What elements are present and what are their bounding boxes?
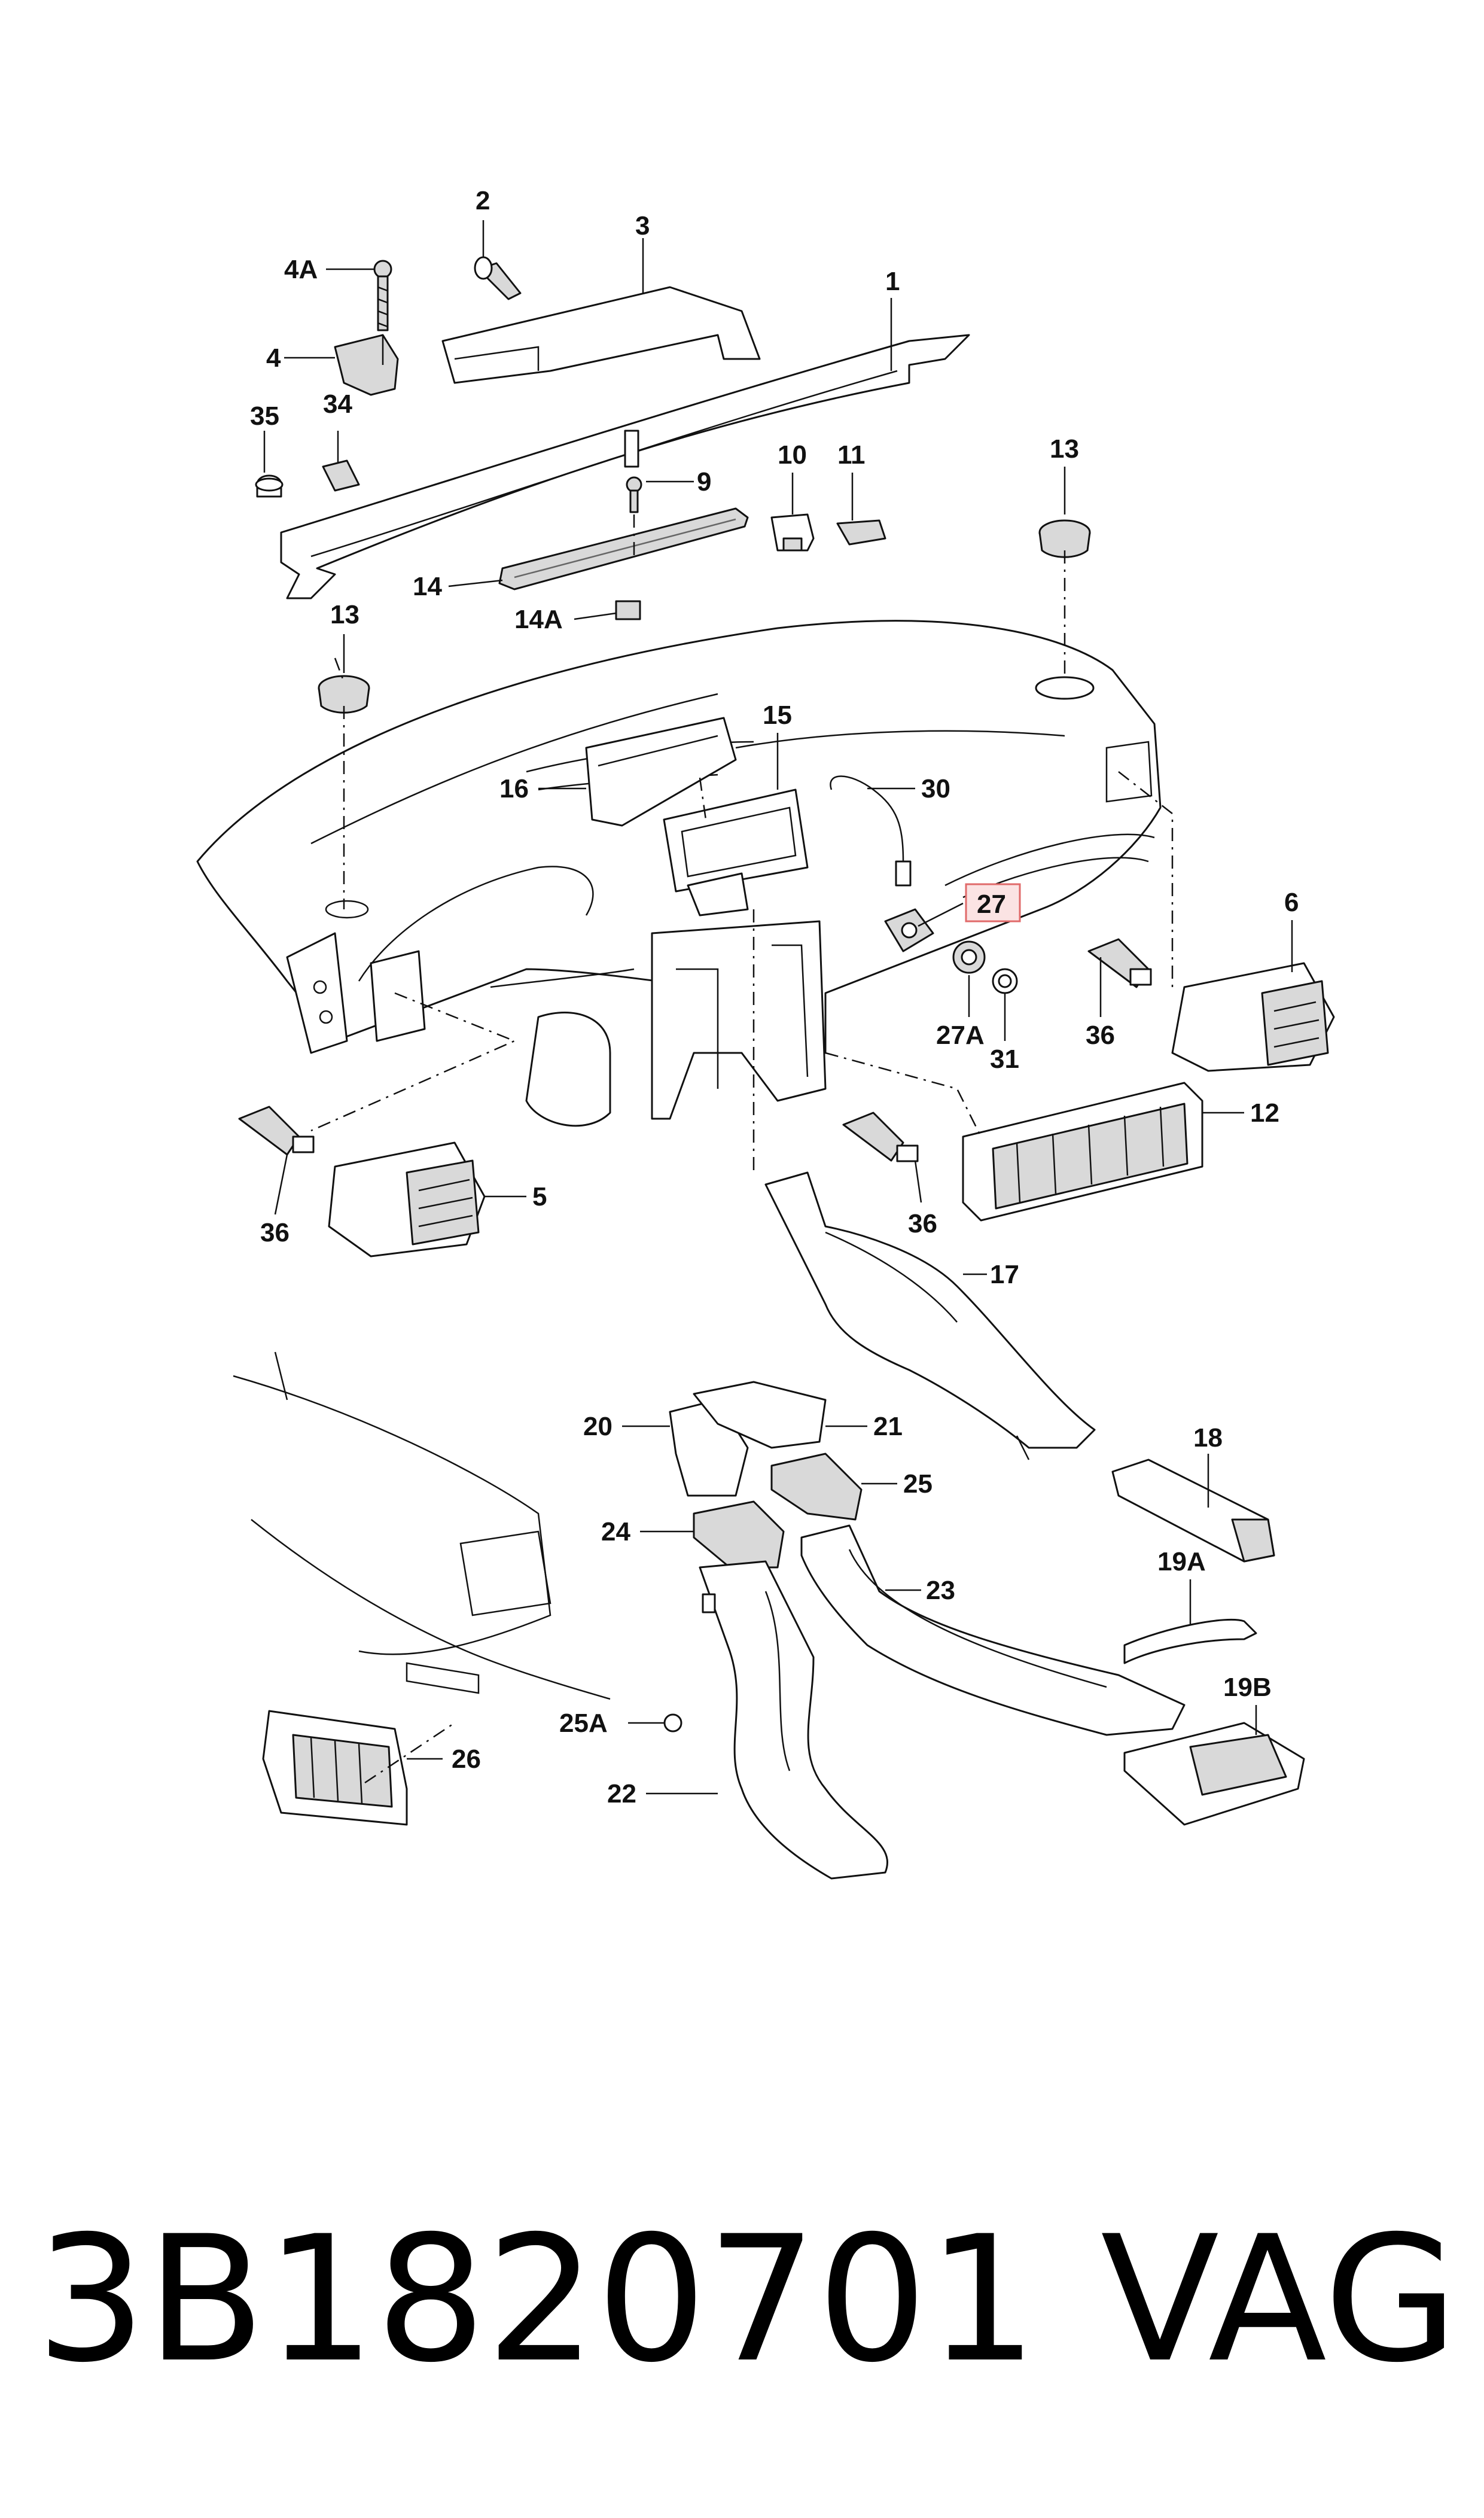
callout-16: 16 [499, 774, 529, 803]
callout-5: 5 [532, 1182, 547, 1211]
callout-13-left: 13 [330, 600, 359, 629]
callout-13-right: 13 [1050, 434, 1079, 464]
part-25-duct [770, 1453, 863, 1521]
callout-1: 1 [885, 267, 900, 296]
part-6-right-vent [1171, 962, 1335, 1072]
callout-36-right: 36 [1086, 1021, 1115, 1050]
callout-21: 21 [873, 1412, 903, 1441]
part-34-clip [322, 459, 360, 492]
part-10-switch [770, 513, 815, 552]
callout-3: 3 [635, 211, 650, 240]
part-31-washer [992, 968, 1018, 994]
part-27-bracket [884, 908, 934, 952]
callout-9: 9 [697, 467, 711, 497]
part-18-duct-outlet [1111, 1459, 1275, 1563]
part-5-left-vent [328, 1141, 486, 1258]
part-30-cable [830, 775, 912, 887]
callout-20: 20 [583, 1412, 613, 1441]
callout-6: 6 [1284, 888, 1299, 917]
callout-11: 11 [837, 440, 866, 470]
brand-label: VAG [1101, 2199, 1458, 2401]
callout-25A: 25A [559, 1709, 608, 1738]
callout-4A: 4A [284, 255, 318, 284]
part-1-dash-trim-strip [280, 334, 970, 599]
part-35-plug [255, 474, 284, 498]
part-19A-trim-strip [1123, 1618, 1257, 1664]
part-36-sensor-left [238, 1106, 315, 1156]
callout-17: 17 [990, 1260, 1019, 1289]
callout-24: 24 [601, 1517, 630, 1546]
callout-19B: 19B [1223, 1673, 1272, 1702]
callout-34: 34 [323, 389, 352, 419]
callout-26: 26 [452, 1744, 481, 1774]
callout-10: 10 [778, 440, 807, 470]
callout-labels: 1 2 3 4A 4 34 35 9 10 11 13 14 14A 13 15… [250, 186, 1299, 1808]
callout-12: 12 [1250, 1098, 1279, 1128]
leader-lines [263, 220, 1293, 1795]
part-number-label: 3B1820701 [36, 2199, 1038, 2401]
part-21-duct [693, 1381, 827, 1449]
part-9-screw [626, 476, 642, 513]
callout-31: 31 [990, 1045, 1019, 1074]
callout-30: 30 [921, 774, 950, 803]
callout-22: 22 [607, 1779, 636, 1808]
part-22-duct [699, 1560, 888, 1880]
part-13-speaker-cap-right [1038, 519, 1091, 558]
part-24-duct [693, 1500, 785, 1569]
part-3-cover-bracket [441, 286, 761, 384]
part-14A-clip [615, 600, 641, 620]
callout-2: 2 [476, 186, 490, 215]
part-36-sensor-right [1087, 938, 1152, 988]
part-15-center-vent [663, 788, 809, 917]
callout-14A: 14A [514, 605, 563, 634]
part-23-duct [800, 1524, 1186, 1736]
part-2-screw [474, 256, 522, 300]
callout-35: 35 [250, 401, 279, 431]
callout-36-left: 36 [260, 1218, 290, 1247]
callout-27A: 27A [936, 1021, 985, 1050]
callout-15: 15 [763, 701, 792, 730]
callout-18: 18 [1193, 1423, 1223, 1453]
callout-14: 14 [413, 572, 442, 601]
callout-4: 4 [266, 343, 281, 373]
car-rear-body-outline [233, 1351, 611, 1700]
callout-25: 25 [903, 1469, 933, 1499]
callout-19A: 19A [1157, 1547, 1206, 1576]
part-26-rear-vent-grille [262, 1710, 408, 1826]
part-12-center-air-vent [962, 1082, 1203, 1222]
callout-36-center: 36 [908, 1209, 937, 1238]
part-4A-bolt [373, 260, 392, 331]
part-27A-ring [952, 940, 986, 974]
part-36-sensor-center [842, 1112, 919, 1162]
part-11-cover [836, 519, 886, 546]
part-16-center-vent-housing [585, 717, 737, 827]
callout-27-highlight-box [965, 883, 1021, 922]
callout-23: 23 [926, 1576, 955, 1605]
part-19B-cover [1123, 1722, 1305, 1826]
assembly-lines [310, 514, 1174, 1784]
part-4-bracket [334, 334, 399, 396]
part-14-defroster-grille [498, 507, 749, 590]
callout-27: 27 [977, 890, 1006, 919]
part-17-air-duct [764, 1171, 1096, 1460]
part-25A-clip [663, 1713, 682, 1733]
